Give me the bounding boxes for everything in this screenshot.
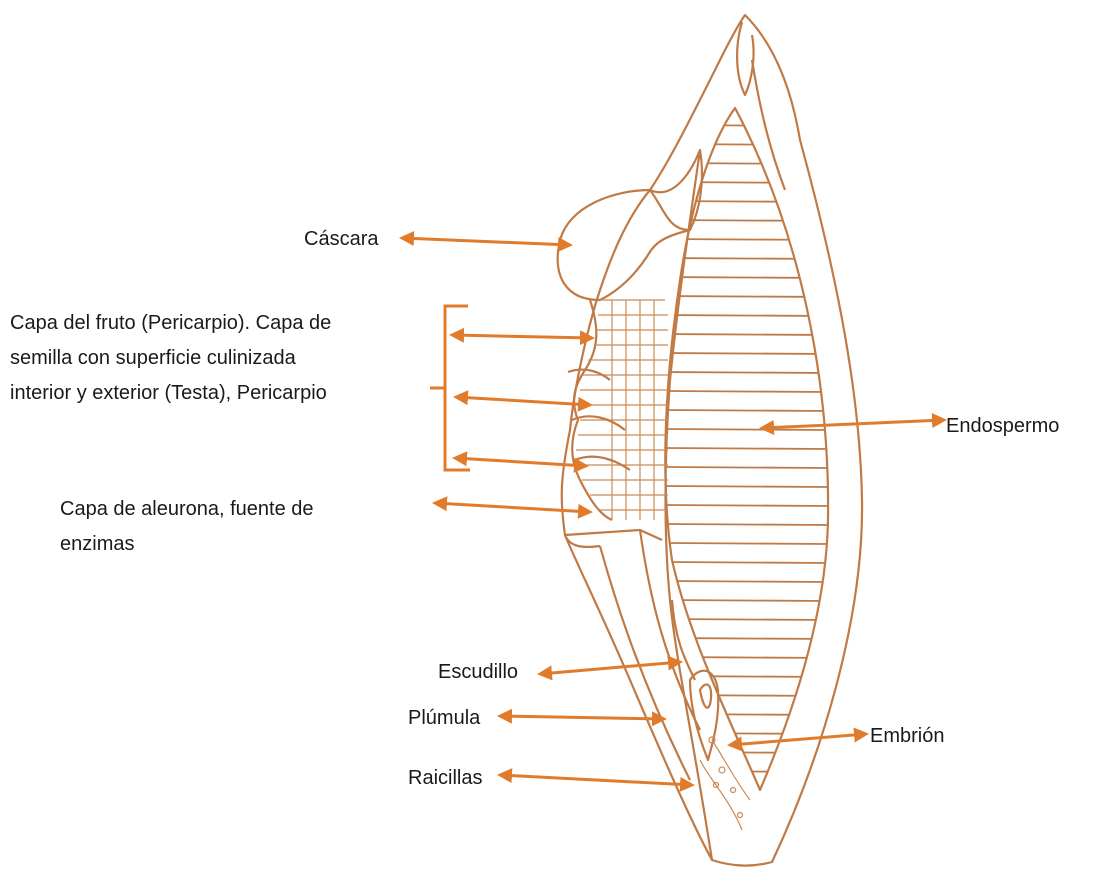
arrow-raicillas xyxy=(500,775,692,785)
endosperm-stripe xyxy=(660,524,835,525)
label-pericarpio-line2: semilla con superficie culinizada xyxy=(10,347,297,369)
arrow-aleurona xyxy=(435,503,590,512)
label-endospermo: Endospermo xyxy=(946,415,1059,437)
endosperm-stripe xyxy=(660,752,835,753)
arrow-embrion xyxy=(730,734,866,745)
endosperm-stripe xyxy=(660,277,835,278)
endosperm-stripe xyxy=(660,619,835,620)
arrow-pericarpio-1 xyxy=(452,335,592,338)
label-pericarpio-line3: interior y exterior (Testa), Pericarpio xyxy=(10,382,327,404)
endosperm-stripe xyxy=(660,600,835,601)
endosperm-stripe xyxy=(660,486,835,487)
endosperm-stripe xyxy=(660,543,835,544)
pericarp-texture xyxy=(568,300,668,520)
endosperm-stripe xyxy=(660,296,835,297)
endosperm-stripes xyxy=(660,125,835,772)
endosperm-stripe xyxy=(660,467,835,468)
endosperm-stripe xyxy=(660,429,835,430)
endosperm-stripe xyxy=(660,562,835,563)
endosperm-stripe xyxy=(660,733,835,734)
endosperm-stripe xyxy=(660,657,835,658)
endosperm-stripe xyxy=(660,391,835,392)
endosperm-stripe xyxy=(660,201,835,202)
endosperm-stripe xyxy=(660,695,835,696)
pericarpio-bracket xyxy=(430,306,470,470)
arrow-plumula xyxy=(500,716,664,719)
arrow-cascara xyxy=(402,238,570,245)
label-plumula: Plúmula xyxy=(408,707,481,729)
label-embrion: Embrión xyxy=(870,725,944,747)
endosperm-stripe xyxy=(660,220,835,221)
label-cascara: Cáscara xyxy=(304,228,379,250)
endosperm-stripe xyxy=(660,372,835,373)
arrow-pericarpio-3 xyxy=(455,458,586,466)
endosperm-stripe xyxy=(660,334,835,335)
endosperm-stripe xyxy=(660,505,835,506)
endosperm-stripe xyxy=(660,638,835,639)
endosperm-stripe xyxy=(660,714,835,715)
endosperm-stripe xyxy=(660,163,835,164)
endosperm-stripe xyxy=(660,258,835,259)
endosperm-stripe xyxy=(660,144,835,145)
arrow-endospermo xyxy=(762,420,944,428)
label-raicillas: Raicillas xyxy=(408,767,482,789)
arrow-escudillo xyxy=(540,662,680,674)
label-aleurona-line1: Capa de aleurona, fuente de xyxy=(60,498,314,520)
endosperm-stripe xyxy=(660,676,835,677)
endosperm-stripe xyxy=(660,410,835,411)
endosperm-stripe xyxy=(660,448,835,449)
label-pericarpio-line1: Capa del fruto (Pericarpio). Capa de xyxy=(10,312,331,334)
label-escudillo: Escudillo xyxy=(438,661,518,683)
endosperm-stripe xyxy=(660,353,835,354)
endosperm-stripe xyxy=(660,581,835,582)
endosperm-stripe xyxy=(660,182,835,183)
label-aleurona-line2: enzimas xyxy=(60,533,134,555)
arrow-pericarpio-2 xyxy=(456,397,590,405)
